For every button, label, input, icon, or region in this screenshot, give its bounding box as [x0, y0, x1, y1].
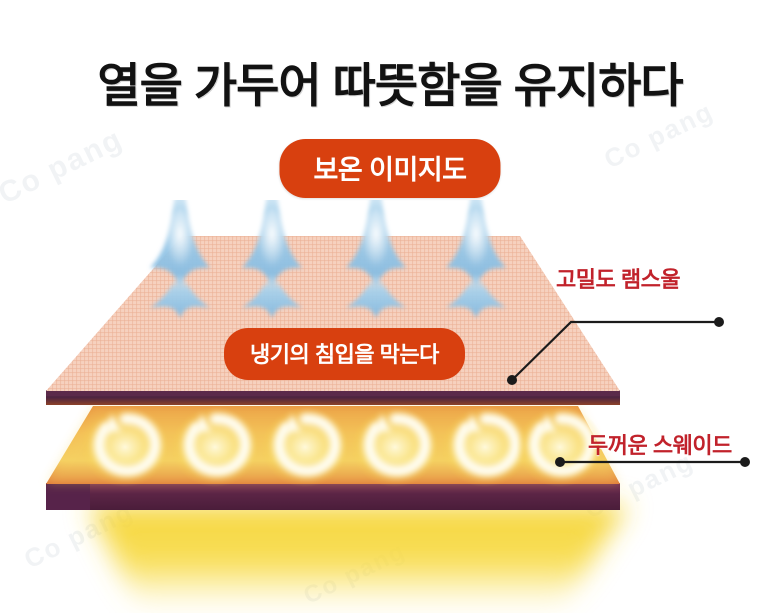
- leader-line-lambswool: [507, 317, 724, 385]
- cold-air-arrow: [446, 200, 506, 318]
- cold-air-arrow: [346, 200, 406, 318]
- watermark: Co pang: [0, 122, 129, 211]
- heat-ring-group: [81, 407, 604, 487]
- heat-ring: [441, 407, 529, 487]
- heat-ring: [81, 407, 169, 487]
- heat-ring: [171, 407, 259, 487]
- insulation-diagram: <-- dark plum band under the wool -->: [0, 200, 780, 613]
- page-title: 열을 가두어 따뜻함을 유지하다: [97, 59, 683, 112]
- cold-air-arrow: [150, 200, 210, 318]
- heat-ring: [516, 407, 604, 487]
- label-lambswool: 고밀도 램스울: [556, 267, 681, 292]
- cold-air-arrow-group: [150, 200, 506, 318]
- suede-layer: [46, 406, 620, 510]
- heat-ring: [261, 407, 349, 487]
- cold-block-callout: 냉기의 침입을 막는다: [224, 328, 465, 380]
- leader-line-suede: [555, 457, 750, 467]
- status-badge: 보온 이미지도: [279, 139, 501, 198]
- diagram-svg: <-- dark plum band under the wool -->: [46, 200, 750, 610]
- cold-air-arrow: [242, 200, 302, 318]
- heat-ring: [351, 407, 439, 487]
- label-suede: 두꺼운 스웨이드: [588, 433, 732, 458]
- heat-beam: [88, 505, 628, 610]
